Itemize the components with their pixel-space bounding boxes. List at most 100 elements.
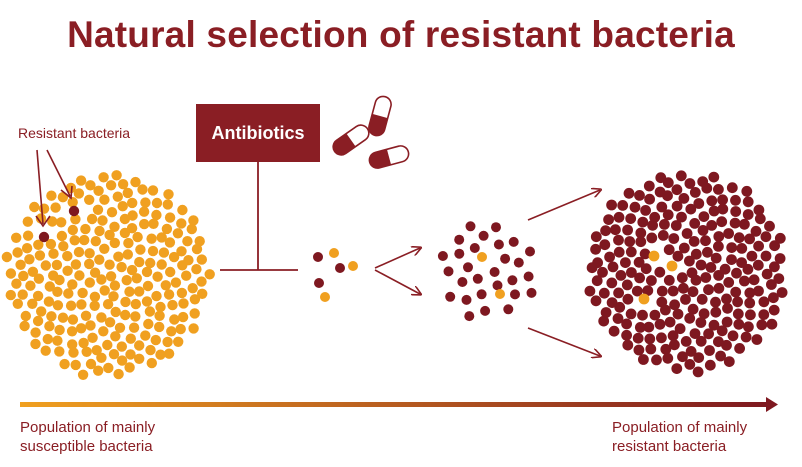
susceptible-bacterium: [154, 310, 165, 321]
resistant-bacterium: [643, 180, 655, 192]
susceptible-bacterium: [11, 232, 22, 243]
susceptible-bacterium: [152, 271, 163, 282]
resistant-bacterium: [591, 275, 603, 287]
susceptible-bacterium: [126, 264, 138, 276]
arrow-icon: [46, 149, 71, 197]
susceptible-bacterium: [191, 243, 203, 255]
resistant-bacterium: [480, 305, 491, 316]
susceptible-bacterium: [120, 309, 131, 321]
resistant-bacterium: [667, 330, 679, 342]
resistant-bacterium: [705, 262, 717, 273]
resistant-bacterium: [623, 187, 635, 199]
resistant-bacterium: [610, 224, 621, 236]
resistant-bacterium: [634, 272, 645, 284]
susceptible-bacterium: [27, 298, 38, 309]
susceptible-bacterium: [130, 298, 141, 310]
susceptible-bacterium: [80, 223, 91, 235]
resistant-bacterium: [742, 196, 754, 208]
resistant-bacterium: [613, 234, 624, 246]
resistant-bacterium: [742, 263, 754, 275]
resistant-bacterium: [664, 316, 676, 328]
resistant-bacterium: [744, 233, 755, 245]
susceptible-bacterium: [93, 365, 104, 376]
resistant-bacterium: [726, 182, 738, 194]
resistant-bacterium: [663, 244, 675, 256]
resistant-bacterium: [660, 343, 672, 355]
resistant-bacterium: [754, 213, 766, 225]
susceptible-bacterium: [70, 359, 81, 371]
resistant-bacterium: [700, 272, 712, 283]
susceptible-bacterium: [144, 306, 156, 317]
resistant-bacterium: [503, 304, 514, 315]
susceptible-bacterium: [130, 311, 141, 322]
susceptible-bacterium: [52, 286, 63, 297]
susceptible-bacterium: [40, 345, 51, 356]
resistant-bacterium: [621, 279, 633, 291]
susceptible-bacterium: [125, 349, 136, 360]
resistant-bacterium: [598, 287, 610, 299]
susceptible-bacterium: [98, 326, 109, 337]
resistant-bacterium: [461, 294, 472, 305]
resistant-bacterium: [659, 219, 670, 230]
susceptible-bacterium: [67, 197, 78, 208]
resistant-bacterium: [698, 211, 710, 223]
resistant-bacterium: [675, 170, 687, 182]
resistant-bacterium: [676, 211, 687, 223]
resistant-bacterium: [753, 240, 764, 252]
resistant-bacterium: [621, 318, 632, 330]
susceptible-bacterium: [140, 330, 151, 341]
resistant-bacterium: [654, 318, 666, 330]
susceptible-bacterium: [54, 346, 65, 357]
susceptible-bacterium: [111, 170, 122, 181]
resistant-bacterium: [713, 231, 725, 242]
resistant-bacterium: [710, 306, 722, 318]
susceptible-bacterium: [20, 310, 31, 322]
susceptible-bacterium: [30, 327, 41, 338]
susceptible-bacterium: [85, 180, 96, 191]
resistant-bacterium: [621, 329, 632, 341]
capsule-icon: [368, 145, 410, 169]
resistant-bacterium: [492, 280, 503, 291]
resistant-bacterium: [766, 279, 777, 290]
resistant-bacterium: [739, 218, 750, 230]
resistant-bacterium: [626, 267, 637, 278]
susceptible-bacterium: [93, 185, 104, 196]
susceptible-bacterium: [138, 206, 150, 217]
susceptible-bacterium: [140, 197, 151, 208]
susceptible-bacterium: [59, 358, 70, 370]
susceptible-bacterium: [156, 232, 167, 243]
susceptible-bacterium: [27, 266, 39, 277]
resistant-bacterium: [696, 293, 708, 305]
susceptible-bacterium: [32, 290, 44, 302]
susceptible-bacterium: [128, 322, 140, 333]
susceptible-bacterium: [163, 348, 175, 359]
resistant-bacterium: [695, 317, 707, 328]
susceptible-bacterium: [24, 254, 35, 265]
resistant-bacterium: [599, 239, 611, 251]
resistant-bacterium: [689, 328, 701, 339]
susceptible-bacterium: [1, 251, 13, 263]
susceptible-bacterium: [96, 352, 107, 363]
resistant-bacterium: [744, 297, 756, 309]
susceptible-bacterium: [194, 236, 205, 247]
susceptible-bacterium: [84, 258, 95, 270]
resistant-bacterium: [708, 205, 720, 217]
resistant-bacterium: [476, 289, 487, 300]
susceptible-bacterium: [126, 223, 138, 234]
resistant-bacterium: [723, 228, 734, 239]
resistant-bacterium: [656, 332, 667, 344]
resistant-bacterium: [680, 336, 692, 347]
caption-susceptible-line-1: Population of mainly: [20, 419, 156, 436]
resistant-bacterium: [314, 278, 324, 288]
susceptible-bacterium: [94, 225, 105, 237]
resistant-bacterium: [608, 325, 620, 337]
resistant-bacterium: [613, 211, 625, 223]
susceptible-bacterium: [151, 290, 162, 302]
resistant-bacterium: [640, 263, 652, 275]
susceptible-bacterium: [176, 287, 188, 299]
resistant-bacterium: [678, 242, 690, 254]
resistant-bacterium: [613, 246, 625, 258]
resistant-bacterium: [695, 335, 707, 347]
